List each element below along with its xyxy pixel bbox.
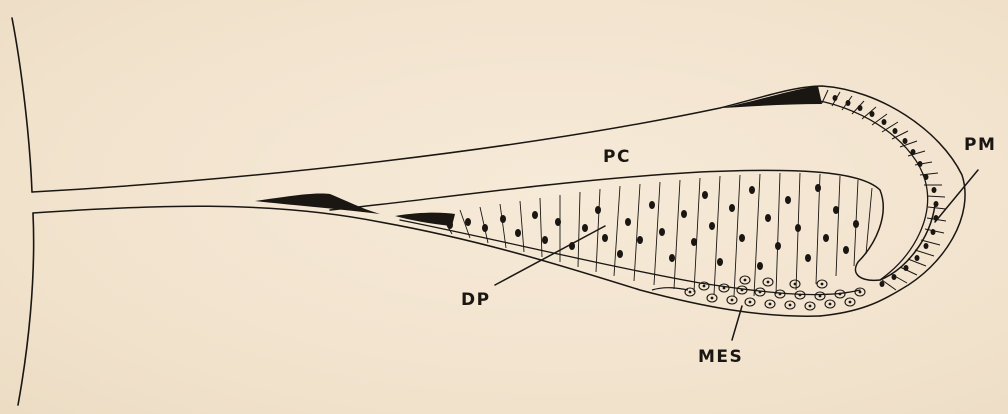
papilla-striations: [440, 173, 872, 296]
label-pc: PC: [603, 147, 631, 167]
lower-dark-wedge: [255, 193, 380, 214]
left-boundary-lower: [18, 213, 34, 405]
label-pm: PM: [964, 135, 996, 155]
left-boundary-upper: [12, 18, 32, 192]
pm-leader-line: [935, 170, 978, 222]
upper-dark-wedge: [722, 86, 822, 108]
pm-band-nuclei: [833, 95, 939, 287]
label-mes: MES: [698, 347, 743, 367]
mesenchyme-cells: [652, 276, 865, 310]
outer-epithelium-line: [32, 86, 965, 316]
pm-inner-boundary: [815, 100, 928, 280]
papilla-outline: [330, 170, 935, 280]
label-dp: DP: [461, 290, 491, 310]
papilla-base-line: [400, 220, 860, 295]
dp-leader-line: [495, 226, 605, 285]
